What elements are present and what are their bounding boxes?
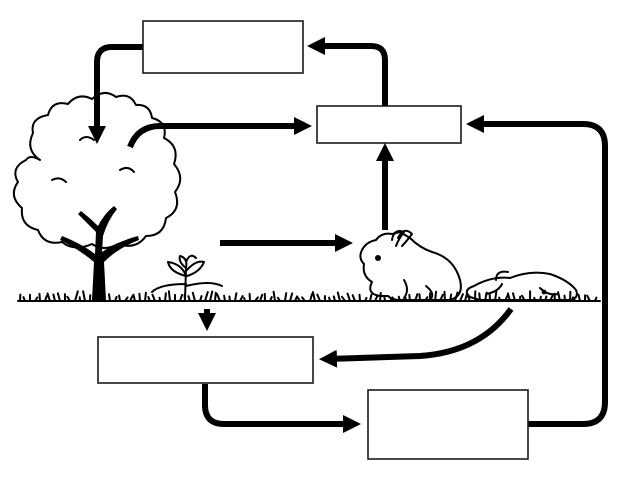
- box-lower-right[interactable]: [367, 389, 529, 460]
- arrow-upper-right-box-to-top-box: [307, 37, 388, 107]
- box-top[interactable]: [142, 20, 304, 74]
- box-upper-right[interactable]: [316, 105, 462, 144]
- dead-rabbit-icon: [465, 270, 578, 301]
- box-lower-left[interactable]: [97, 336, 314, 384]
- arrow-dead-rabbit-to-lower-left-box: [319, 307, 514, 368]
- arrow-tree-to-upper-right-box: [127, 117, 312, 149]
- arrows: [88, 37, 608, 433]
- arrow-lower-left-box-to-lower-right-box: [202, 384, 361, 433]
- arrow-lower-right-box-to-upper-right-box: [466, 115, 608, 427]
- tree-icon: [12, 92, 182, 300]
- arrow-top-box-to-tree: [88, 44, 143, 144]
- rabbit-icon: [359, 229, 462, 301]
- plant-icon: [151, 254, 223, 301]
